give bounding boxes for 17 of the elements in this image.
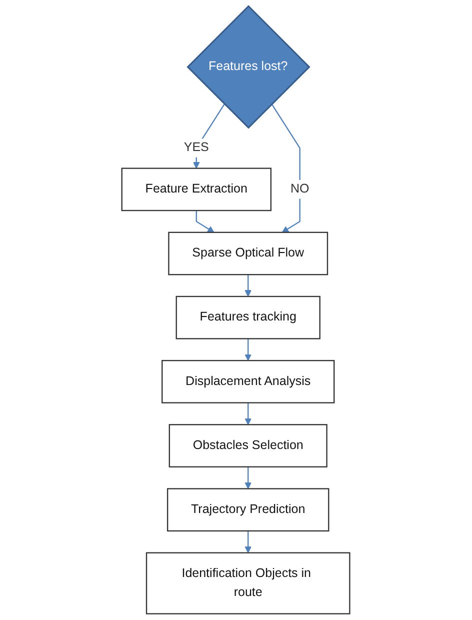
node-box: Feature Extraction [122, 168, 272, 212]
node-box: Displacement Analysis [162, 360, 335, 404]
arrow [271, 104, 301, 233]
node-diamond: Features lost? [186, 5, 311, 129]
arrow [244, 402, 252, 425]
arrow [244, 338, 252, 361]
edge-label: YES [184, 140, 210, 154]
arrow [244, 274, 252, 297]
node-box: Identification Objects in route [146, 552, 350, 614]
node-box: Obstacles Selection [169, 424, 328, 468]
node-box: Features tracking [176, 296, 321, 340]
arrow [196, 210, 215, 233]
edge-label: NO [290, 182, 310, 196]
node-box: Trajectory Prediction [167, 488, 330, 532]
arrow [244, 466, 252, 490]
arrow [244, 530, 252, 554]
node-box: Sparse Optical Flow [168, 232, 328, 276]
